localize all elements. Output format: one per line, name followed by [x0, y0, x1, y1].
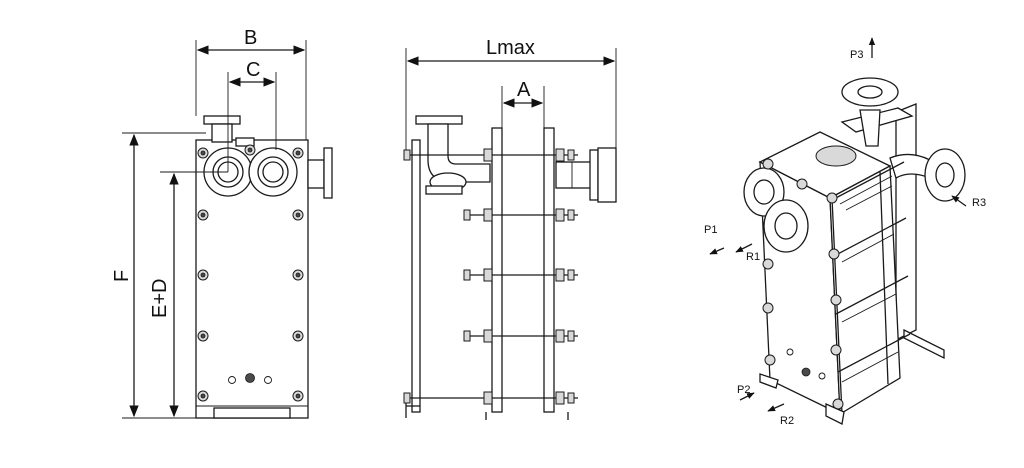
iso-port-lower	[763, 199, 809, 253]
side-pressure-plate-2	[543, 127, 555, 413]
label-p1: P1	[704, 224, 717, 236]
dim-label-lmax: Lmax	[486, 37, 535, 59]
dim-label-f: F	[111, 270, 133, 282]
label-r2: R2	[780, 415, 794, 427]
dim-label-c: C	[246, 59, 260, 81]
side-view: Lmax A	[403, 37, 617, 420]
label-r3: R3	[972, 197, 986, 209]
label-p3: P3	[850, 49, 863, 61]
dim-label-a: A	[517, 79, 531, 101]
front-top-flange	[203, 115, 241, 125]
side-frame-plate	[411, 139, 421, 413]
side-tie-rods	[403, 148, 578, 405]
iso-plate-pack	[831, 171, 899, 415]
dim-label-e-plus-d: E+D	[149, 279, 171, 318]
front-bolts	[197, 144, 304, 402]
dim-label-b: B	[244, 27, 257, 49]
front-view: B C F E+D	[111, 27, 333, 419]
side-pressure-plate-1	[491, 127, 503, 413]
iso-bolts	[762, 158, 844, 410]
front-port-right	[248, 147, 298, 197]
label-p2: P2	[737, 384, 750, 396]
iso-view: P3 R3 P1 R1 P2 R2	[704, 37, 986, 427]
front-right-pipe	[307, 159, 325, 189]
label-r1: R1	[746, 251, 760, 263]
